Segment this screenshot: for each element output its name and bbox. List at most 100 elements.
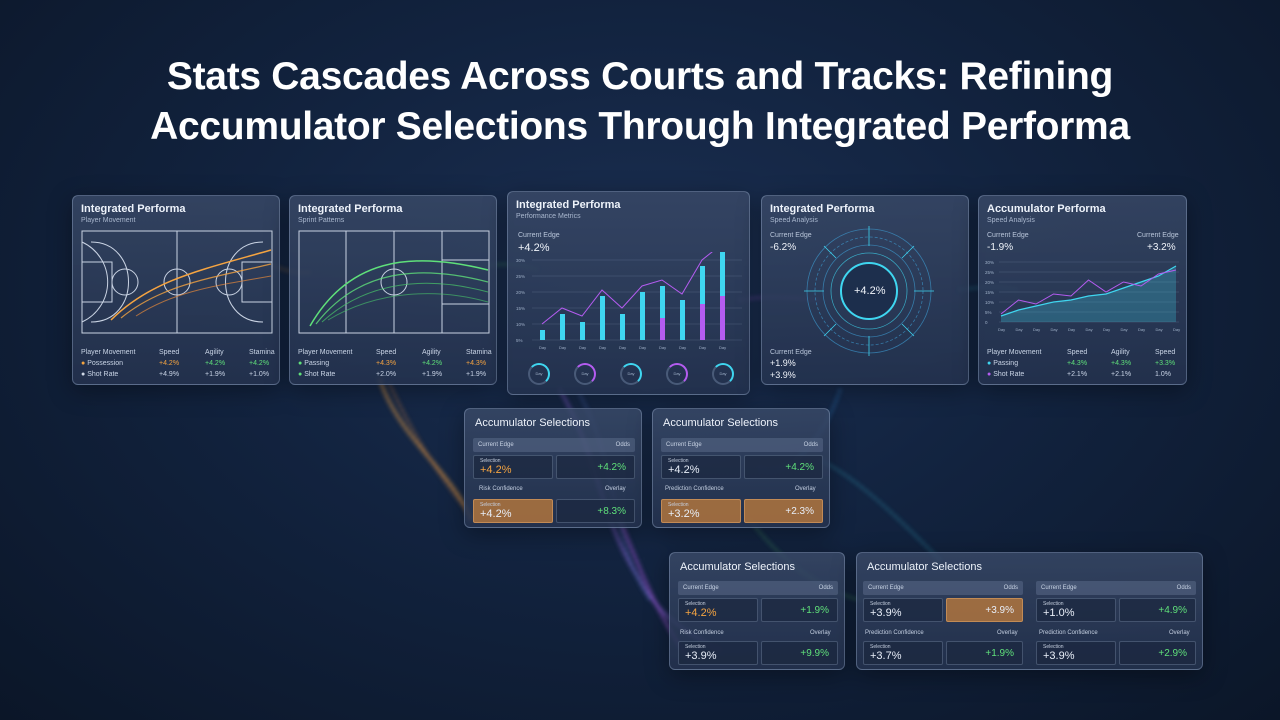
y-tick-label: 20% (516, 290, 525, 295)
row-label: ● Passing (298, 360, 330, 367)
bar-segment (700, 304, 705, 340)
x-tick-label: Day (579, 345, 586, 350)
y-tick-label: 5% (985, 310, 992, 315)
x-tick-label: Day (1016, 327, 1023, 332)
metric-label: Current Edge (518, 232, 560, 239)
panel-line-chart[interactable]: Accumulator Performa Speed Analysis Curr… (978, 195, 1187, 385)
stat-value: +4.2% (205, 360, 226, 367)
section-label: Overlay (1169, 630, 1190, 636)
ring-indicator: Day (666, 363, 688, 385)
panel-bar-chart[interactable]: Integrated Performa Performance Metrics … (507, 191, 750, 395)
series-line (1000, 265, 1177, 317)
selection-cell[interactable]: Selection+3.9% (1036, 641, 1116, 665)
selection-cell[interactable]: Selection+4.2% (661, 455, 741, 479)
col-header: Speed (1155, 349, 1176, 356)
stat-value: +4.2% (249, 360, 270, 367)
section-label: Overlay (795, 486, 816, 492)
x-tick-label: Day (599, 345, 606, 350)
radial-gauge (804, 226, 934, 356)
trend-line (541, 252, 713, 325)
col-header: Speed (376, 349, 397, 356)
stat-value: 1.0% (1155, 371, 1171, 378)
x-tick-label: Day (1068, 327, 1075, 332)
selection-cell[interactable]: +1.9% (946, 641, 1023, 665)
bar (680, 300, 685, 340)
col-header: Agility (1111, 349, 1130, 356)
col-header: Stamina (249, 349, 275, 356)
stat-value: +2.1% (1067, 371, 1088, 378)
y-tick-label: 30% (985, 260, 994, 265)
selection-cell[interactable]: +2.9% (1119, 641, 1196, 665)
row-label: ● Shot Rate (298, 371, 336, 378)
selection-cell[interactable]: Selection+3.9% (863, 598, 943, 622)
panel-subtitle: Player Movement (81, 217, 136, 224)
selection-cell-highlighted[interactable]: +2.3% (744, 499, 823, 523)
stat-value: +4.2% (159, 360, 180, 367)
page-title-line-2: Accumulator Selections Through Integrate… (150, 105, 1130, 148)
panel-court-field[interactable]: Integrated Performa Sprint Patterns Play… (289, 195, 497, 385)
ring-indicator: Day (574, 363, 596, 385)
section-label: Prediction Confidence (665, 486, 724, 492)
stat-value: +4.2% (422, 360, 443, 367)
selection-cell-highlighted[interactable]: Selection+4.2% (473, 499, 553, 523)
page-title: Stats Cascades Across Courts and Tracks:… (0, 52, 1280, 152)
panel-title: Integrated Performa (770, 203, 875, 215)
x-tick-label: Day (559, 345, 566, 350)
page-title-line-1: Stats Cascades Across Courts and Tracks:… (166, 55, 1114, 98)
ring-indicator: Day (620, 363, 642, 385)
x-tick-label: Day (1086, 327, 1093, 332)
section-label: Overlay (605, 486, 626, 492)
selection-cell[interactable]: Selection+3.9% (678, 641, 758, 665)
selection-cell[interactable]: Selection+3.7% (863, 641, 943, 665)
x-tick-label: Day (1138, 327, 1145, 332)
panel-radial[interactable]: Integrated Performa Speed Analysis Curre… (761, 195, 969, 385)
panel-subtitle: Speed Analysis (770, 217, 818, 224)
selection-cell-highlighted[interactable]: +3.9% (946, 598, 1023, 622)
accumulator-title: Accumulator Selections (867, 561, 982, 573)
series-line (1000, 269, 1177, 315)
col-header: Speed (159, 349, 180, 356)
y-tick-label: 25% (516, 274, 525, 279)
court-diagram (81, 230, 273, 334)
footer-heading: Player Movement (81, 349, 136, 356)
panel-subtitle: Sprint Patterns (298, 217, 345, 224)
selection-cell[interactable]: +9.9% (761, 641, 838, 665)
footer-heading: Player Movement (987, 349, 1042, 356)
selection-cell-highlighted[interactable]: Selection+3.2% (661, 499, 741, 523)
x-tick-label: Day (1033, 327, 1040, 332)
selection-cell[interactable]: +4.2% (556, 455, 635, 479)
col-header: Agility (205, 349, 224, 356)
selection-cell[interactable]: Selection+4.2% (678, 598, 758, 622)
bar-segment (720, 296, 725, 340)
x-tick-label: Day (719, 345, 726, 350)
panel-court-basketball[interactable]: Integrated Performa Player Movement Play… (72, 195, 280, 385)
row-label: ● Passing (987, 360, 1019, 367)
area-fill (1001, 266, 1176, 322)
bottom-label: Current Edge (770, 349, 812, 356)
x-tick-label: Day (699, 345, 706, 350)
field-diagram (298, 230, 490, 334)
stat-value: +4.9% (159, 371, 180, 378)
panel-title: Accumulator Performa (987, 203, 1106, 215)
selection-cell[interactable]: +1.9% (761, 598, 838, 622)
y-tick-label: 30% (516, 258, 525, 263)
selection-cell[interactable]: Selection+4.2% (473, 455, 553, 479)
selection-cell[interactable]: +4.9% (1119, 598, 1196, 622)
metric-value-right: +3.2% (1147, 242, 1176, 253)
selection-cell[interactable]: Selection+1.0% (1036, 598, 1116, 622)
x-tick-label: Day (639, 345, 646, 350)
panel-subtitle: Performance Metrics (516, 213, 581, 220)
selection-cell[interactable]: +4.2% (744, 455, 823, 479)
selection-cell[interactable]: +8.3% (556, 499, 635, 523)
row-label: ● Shot Rate (987, 371, 1025, 378)
x-tick-label: Day (1156, 327, 1163, 332)
stat-value: +2.0% (376, 371, 397, 378)
x-tick-label: Day (679, 345, 686, 350)
metric-value-left: -1.9% (987, 242, 1014, 253)
